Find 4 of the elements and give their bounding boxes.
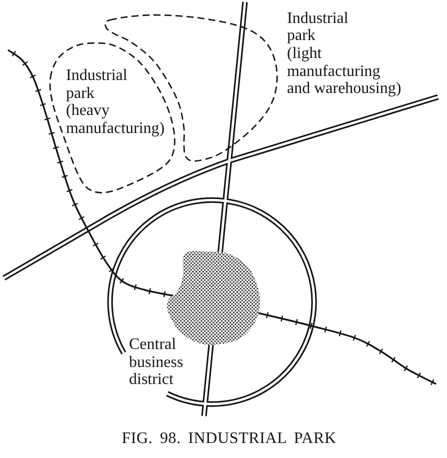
area-label: Industrial park (heavy manufacturing) <box>66 67 165 138</box>
figure-caption: FIG. 98. INDUSTRIAL PARK <box>122 430 336 448</box>
area-label: Central business district <box>129 336 184 388</box>
area-label: Industrial park (light manufacturing and warehousing) <box>286 10 402 98</box>
